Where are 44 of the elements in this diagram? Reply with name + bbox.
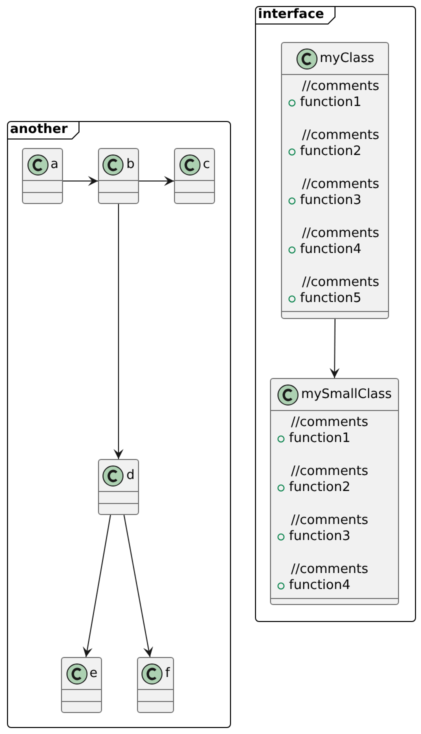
method-name: function5 — [300, 291, 362, 307]
method-name: function1 — [289, 431, 350, 447]
class-box — [22, 148, 63, 204]
method-name: function2 — [289, 480, 350, 496]
class-box — [270, 378, 399, 605]
arrow — [138, 176, 174, 186]
method-name: function4 — [300, 242, 362, 258]
arrow — [330, 318, 340, 378]
class-name: d — [126, 468, 135, 483]
package-title: interface — [257, 7, 326, 23]
comment-text: //comments — [302, 275, 380, 291]
method-name: function3 — [289, 529, 350, 545]
class-name: myClass — [320, 51, 374, 66]
class-box — [174, 148, 215, 204]
class-box — [98, 459, 139, 515]
package-frame — [7, 121, 231, 728]
arrow — [124, 514, 154, 658]
package-frame — [255, 6, 416, 622]
comment-text: //comments — [302, 177, 380, 193]
class-box — [61, 657, 102, 713]
class-name: f — [165, 666, 170, 681]
class-box — [98, 148, 139, 204]
package-title: another — [9, 122, 69, 138]
arrow — [114, 204, 124, 460]
comment-text: //comments — [291, 513, 368, 529]
method-name: function4 — [289, 578, 350, 594]
class-box — [137, 657, 174, 713]
method-name: function2 — [300, 144, 362, 160]
comment-text: //comments — [302, 226, 380, 242]
class-name: b — [126, 157, 135, 172]
arrow — [82, 514, 111, 658]
class-name: e — [90, 666, 98, 681]
class-name: mySmallClass — [301, 387, 392, 402]
method-name: function1 — [300, 95, 362, 111]
class-box — [281, 42, 389, 319]
comment-text: //comments — [302, 79, 380, 95]
comment-text: //comments — [291, 464, 368, 480]
arrow — [62, 176, 98, 186]
comment-text: //comments — [291, 562, 368, 578]
method-name: function3 — [300, 193, 362, 209]
comment-text: //comments — [291, 415, 368, 431]
class-name: a — [50, 157, 58, 172]
comment-text: //comments — [302, 128, 380, 144]
class-name: c — [202, 157, 210, 172]
